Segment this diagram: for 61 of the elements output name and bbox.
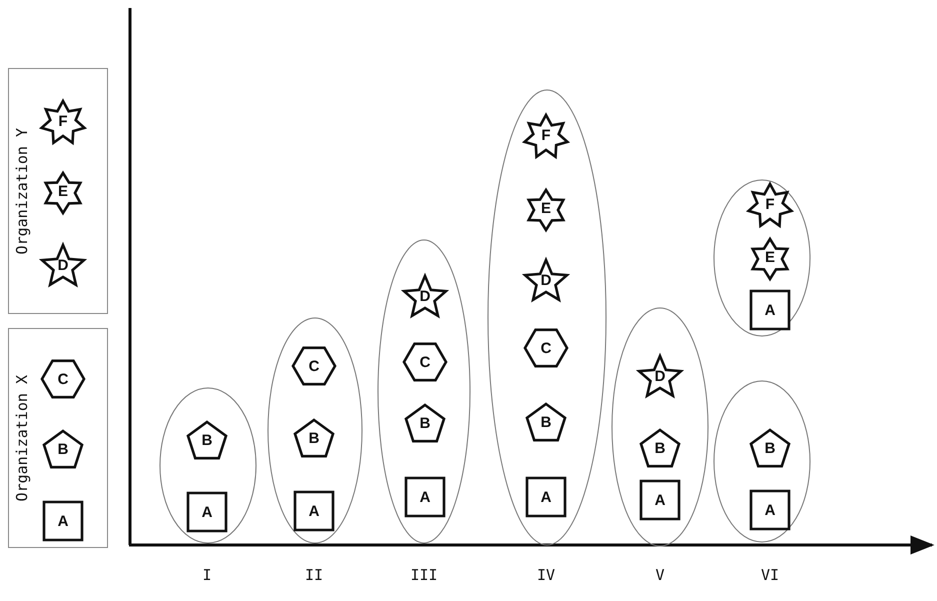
symbol-letter: B	[764, 440, 776, 456]
group-ellipse	[488, 90, 606, 545]
group-ellipse	[612, 308, 708, 546]
five-point-star-symbol	[40, 242, 86, 288]
symbol-letter: C	[58, 372, 68, 386]
axis-category-label: IV	[536, 566, 556, 584]
square-symbol	[291, 488, 337, 534]
symbol-letter: A	[420, 490, 430, 504]
symbol-letter: D	[58, 258, 68, 272]
square-symbol	[523, 474, 569, 520]
symbol-letter: C	[420, 354, 430, 370]
symbol-letter: F	[541, 128, 551, 142]
symbol-letter: F	[58, 114, 68, 128]
symbol-letter: C	[540, 340, 552, 356]
seven-point-star-symbol	[523, 112, 569, 158]
symbol-letter: B	[308, 430, 320, 446]
symbol-letter: D	[654, 368, 666, 384]
group-ellipse	[160, 388, 256, 543]
square-symbol	[40, 498, 86, 544]
symbol-letter: E	[764, 250, 775, 264]
organization-heading: Organization X	[13, 374, 31, 502]
symbol-letter: A	[202, 504, 212, 520]
symbol-letter: A	[764, 302, 776, 318]
group-ellipse	[378, 240, 470, 543]
square-symbol	[184, 489, 230, 535]
symbol-letter: B	[202, 432, 212, 448]
symbol-letter: A	[58, 514, 68, 528]
square-symbol	[747, 287, 793, 333]
axis-category-label: III	[410, 566, 438, 584]
symbol-letter: A	[308, 504, 320, 518]
symbol-letter: F	[765, 196, 775, 212]
axis-category-label: VI	[760, 566, 780, 584]
five-point-star-symbol	[402, 273, 448, 319]
symbol-letter: A	[654, 492, 666, 508]
symbol-letter: E	[540, 200, 551, 216]
symbol-letter: B	[58, 442, 68, 456]
symbol-letter: A	[764, 502, 776, 518]
legend-panel	[8, 328, 108, 548]
symbol-letter: E	[58, 184, 68, 198]
symbol-letter: B	[540, 414, 552, 430]
symbol-letter: B	[420, 416, 430, 430]
axis-category-label: V	[655, 566, 665, 584]
square-symbol	[402, 474, 448, 520]
legend-panel	[8, 68, 108, 314]
seven-point-star-symbol	[40, 98, 86, 144]
symbol-letter: D	[540, 272, 552, 288]
symbol-letter: A	[540, 490, 552, 504]
five-point-star-symbol	[523, 257, 569, 303]
organization-heading: Organization Y	[13, 128, 31, 254]
symbol-letter: D	[420, 288, 430, 304]
seven-point-star-symbol	[747, 181, 793, 227]
symbol-letter: C	[308, 358, 320, 374]
axis-category-label: I	[202, 566, 212, 584]
square-symbol	[747, 487, 793, 533]
group-ellipse	[714, 381, 810, 542]
symbol-letter: B	[654, 440, 666, 456]
axis-category-label: II	[304, 566, 324, 584]
square-symbol	[637, 477, 683, 523]
group-ellipse	[714, 180, 810, 336]
five-point-star-symbol	[637, 353, 683, 399]
group-ellipse	[268, 318, 362, 543]
